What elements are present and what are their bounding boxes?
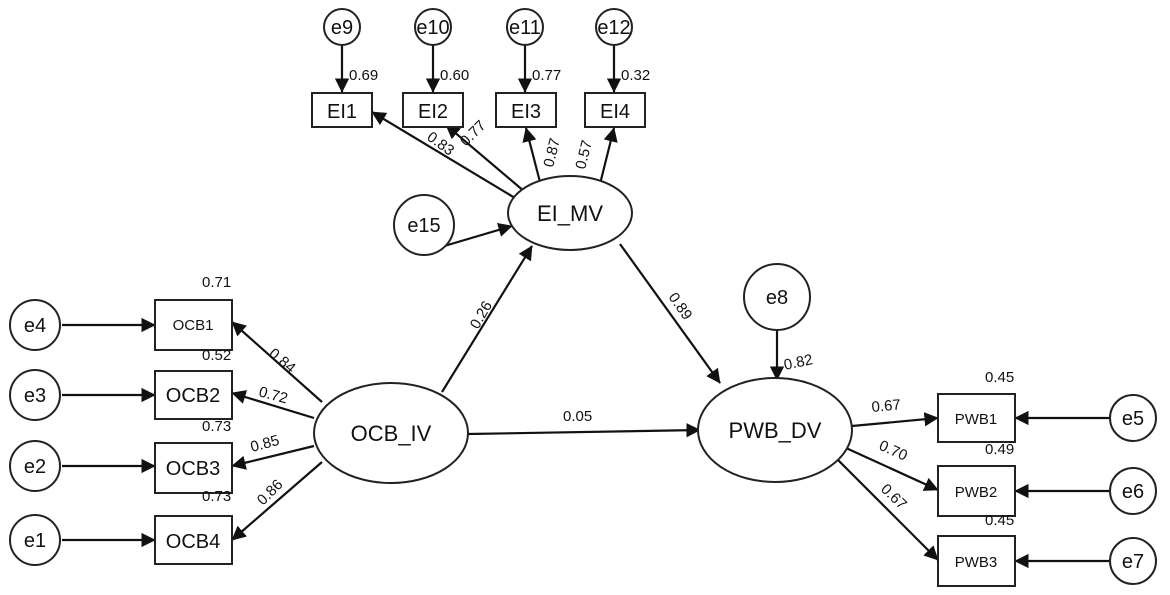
loading-pwb2: 0.70 [876, 437, 910, 464]
r2-ei1: 0.69 [349, 67, 378, 84]
error-e8: e8 [743, 263, 811, 331]
svg-text:EI1: EI1 [327, 101, 357, 123]
indicator-ei4: EI4 [584, 92, 646, 128]
path-ocb-to-ocb3 [231, 444, 315, 470]
error-e12: e12 [595, 8, 633, 46]
path-ocb-to-ocb2 [231, 390, 315, 420]
loading-ocb2: 0.72 [257, 383, 290, 407]
svg-text:OCB_IV: OCB_IV [351, 421, 432, 446]
r2-ei2: 0.60 [440, 67, 469, 84]
svg-text:e9: e9 [331, 17, 353, 39]
svg-text:e2: e2 [24, 456, 46, 478]
svg-text:e1: e1 [24, 530, 46, 552]
loading-ei3: 0.87 [540, 137, 564, 169]
svg-text:PWB1: PWB1 [955, 411, 998, 428]
path-pwb-to-pwb3 [835, 457, 939, 561]
svg-text:e10: e10 [416, 17, 449, 39]
svg-text:OCB4: OCB4 [166, 531, 220, 553]
svg-text:PWB2: PWB2 [955, 484, 998, 501]
path-coef-ocb-to-pwb: 0.05 [563, 408, 592, 425]
error-e5: e5 [1109, 394, 1157, 442]
loading-pwb3: 0.67 [877, 481, 910, 514]
loading-ocb4: 0.86 [254, 476, 287, 509]
svg-text:PWB_DV: PWB_DV [729, 418, 822, 443]
r2-ocb4: 0.73 [202, 488, 231, 505]
path-ei-to-ei4 [598, 127, 618, 185]
r2-pwb2: 0.49 [985, 441, 1014, 458]
latent-ocb-iv: OCB_IV [313, 382, 469, 484]
error-e7: e7 [1109, 537, 1157, 585]
path-ocb-to-ei [441, 245, 533, 393]
indicator-ocb3: OCB3 [154, 442, 233, 494]
latent-ei-mv: EI_MV [507, 175, 633, 251]
r2-ocb1: 0.71 [202, 274, 231, 291]
path-pwb-to-pwb1 [851, 412, 939, 428]
error-e2: e2 [9, 440, 61, 492]
indicator-ocb2: OCB2 [154, 370, 233, 420]
r2-ei4: 0.32 [621, 67, 650, 84]
indicator-pwb2: PWB2 [937, 465, 1016, 517]
r2-pwb3: 0.45 [985, 512, 1014, 529]
path-ei-to-ei3 [522, 127, 542, 183]
indicator-ocb4: OCB4 [154, 515, 233, 565]
svg-text:e5: e5 [1122, 408, 1144, 430]
svg-text:e11: e11 [509, 17, 541, 39]
r2-pwb1: 0.45 [985, 369, 1014, 386]
path-pwb-to-pwb2 [845, 446, 939, 492]
svg-text:e12: e12 [597, 17, 630, 39]
loading-ei4: 0.57 [572, 139, 596, 171]
loading-ei1: 0.83 [424, 128, 458, 159]
error-e9: e9 [323, 8, 361, 46]
r2-ei3: 0.77 [532, 67, 561, 84]
indicator-pwb1: PWB1 [937, 393, 1016, 443]
path-ocb-to-ocb1 [231, 321, 323, 403]
svg-text:PWB3: PWB3 [955, 554, 998, 571]
svg-text:EI4: EI4 [600, 101, 630, 123]
indicator-ocb1: OCB1 [154, 299, 233, 351]
svg-text:EI2: EI2 [418, 101, 448, 123]
svg-text:e15: e15 [407, 215, 440, 237]
loading-pwb1: 0.67 [871, 397, 902, 416]
path-ei-to-ei2 [445, 124, 526, 193]
indicator-ei1: EI1 [311, 92, 373, 128]
svg-text:OCB2: OCB2 [166, 385, 220, 407]
indicator-ei3: EI3 [495, 92, 557, 128]
loading-ocb1: 0.84 [265, 345, 298, 377]
path-coef-ocb-to-ei: 0.26 [467, 298, 496, 332]
edges [62, 45, 1110, 569]
path-ei-to-ei1 [371, 111, 516, 199]
svg-text:OCB1: OCB1 [173, 317, 214, 334]
error-e4: e4 [9, 299, 61, 351]
error-e10: e10 [414, 8, 452, 46]
svg-text:e4: e4 [24, 315, 46, 337]
svg-text:OCB3: OCB3 [166, 458, 220, 480]
numeric-labels: 0.69 0.60 0.77 0.32 0.83 0.77 0.87 0.57 … [202, 67, 1014, 529]
error-terms: e9 e10 e11 e12 e15 e8 e4 e3 [9, 8, 1157, 585]
svg-text:e6: e6 [1122, 481, 1144, 503]
path-ocb-to-pwb [467, 423, 701, 438]
indicator-ei2: EI2 [402, 92, 464, 128]
error-e1: e1 [9, 514, 61, 566]
latent-variables: EI_MV OCB_IV PWB_DV [313, 175, 853, 484]
error-e15: e15 [393, 194, 455, 256]
r2-ocb2: 0.52 [202, 347, 231, 364]
error-e11: e11 [506, 8, 544, 46]
path-ocb-to-ocb4 [231, 461, 323, 541]
error-e6: e6 [1109, 467, 1157, 515]
indicator-pwb3: PWB3 [937, 535, 1016, 587]
path-coef-ei-to-pwb: 0.89 [665, 290, 696, 324]
error-e3: e3 [9, 369, 61, 421]
svg-text:EI3: EI3 [511, 101, 541, 123]
svg-text:EI_MV: EI_MV [537, 201, 603, 226]
svg-text:e8: e8 [766, 287, 788, 309]
indicators: EI1 EI2 EI3 EI4 OCB1 OCB2 OCB3 OCB4 [154, 92, 1016, 587]
r2-ocb3: 0.73 [202, 418, 231, 435]
latent-pwb-dv: PWB_DV [697, 377, 853, 483]
path-ei-to-pwb [619, 243, 721, 384]
svg-text:e7: e7 [1122, 551, 1144, 573]
r2-pwb-dv: 0.82 [782, 351, 814, 374]
svg-text:e3: e3 [24, 385, 46, 407]
loading-ocb3: 0.85 [249, 432, 282, 456]
